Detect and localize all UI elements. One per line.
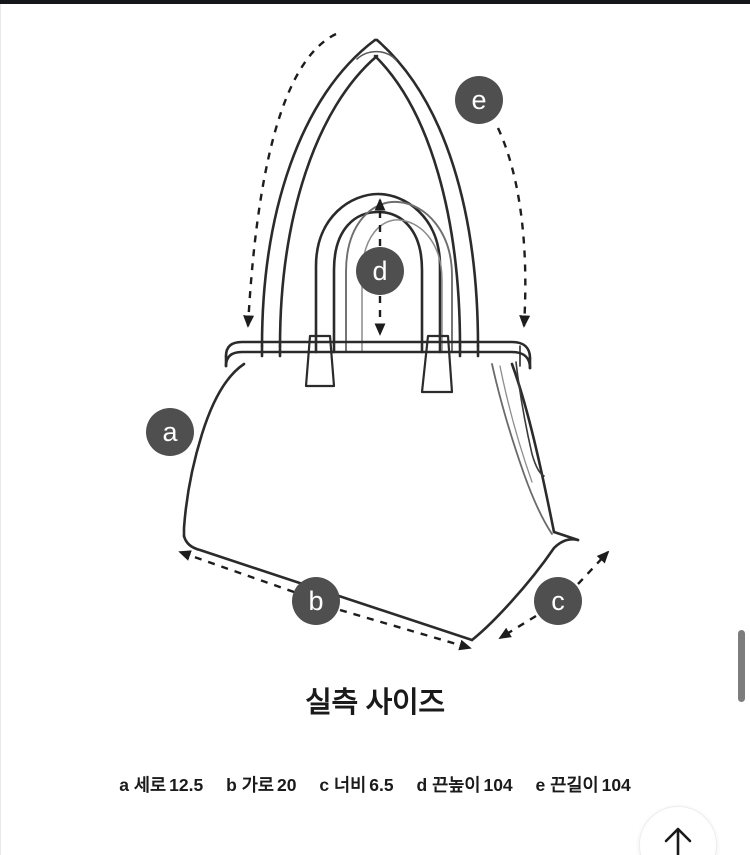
marker-a-label: a xyxy=(162,417,178,447)
marker-c-depth: c xyxy=(534,577,582,625)
measurement-label-a: 세로 xyxy=(133,774,167,795)
measurement-key-a: a xyxy=(119,774,129,795)
handle-tabs xyxy=(304,334,454,394)
measurement-value-a: 12.5 xyxy=(169,774,204,795)
handbag-diagram: a b c d e xyxy=(0,4,750,674)
measurement-label-e: 끈길이 xyxy=(550,774,599,795)
marker-d-handle-drop: d xyxy=(356,247,404,295)
vertical-scrollbar-thumb[interactable] xyxy=(738,630,745,702)
bag-body xyxy=(182,361,580,642)
page-title: 실측 사이즈 xyxy=(305,687,445,719)
dimension-line-e-right xyxy=(496,127,531,328)
measurement-key-d: d xyxy=(416,774,428,795)
measurement-value-b: 20 xyxy=(276,774,297,795)
page-left-edge xyxy=(0,4,1,855)
marker-d-label: d xyxy=(372,256,387,286)
top-handles xyxy=(314,192,453,354)
marker-b-width: b xyxy=(292,577,340,625)
bag-frame xyxy=(224,340,532,370)
shoulder-strap xyxy=(260,38,480,358)
dimension-markers: a b c d e xyxy=(146,76,582,625)
marker-b-label: b xyxy=(308,586,323,616)
measurement-label-b: 가로 xyxy=(241,774,274,795)
arrow-up-icon xyxy=(664,827,692,855)
vertical-scrollbar-track[interactable] xyxy=(738,4,745,855)
measurement-label-c: 너비 xyxy=(334,774,367,795)
status-bar xyxy=(0,0,750,4)
dimension-line-b-left xyxy=(178,550,295,594)
measurement-key-b: b xyxy=(226,774,237,795)
dimension-line-b-right xyxy=(339,608,472,651)
measurement-key-c: c xyxy=(319,774,330,795)
dimension-line-c-down xyxy=(498,614,537,640)
measurement-key-e: e xyxy=(535,774,546,795)
measurement-value-e: 104 xyxy=(601,774,631,795)
measurement-value-c: 6.5 xyxy=(369,774,394,795)
marker-e-strap-length: e xyxy=(455,76,503,124)
dimension-line-e-left xyxy=(243,32,337,328)
scroll-to-top-button[interactable] xyxy=(639,806,717,855)
marker-c-label: c xyxy=(551,586,565,616)
marker-e-label: e xyxy=(471,85,486,115)
dimension-line-c-up xyxy=(577,550,610,585)
measurement-label-d: 끈높이 xyxy=(432,774,481,795)
marker-a-height: a xyxy=(146,408,194,456)
measurement-value-d: 104 xyxy=(483,774,513,795)
handbag-line-drawing: a b c d e xyxy=(146,32,610,651)
